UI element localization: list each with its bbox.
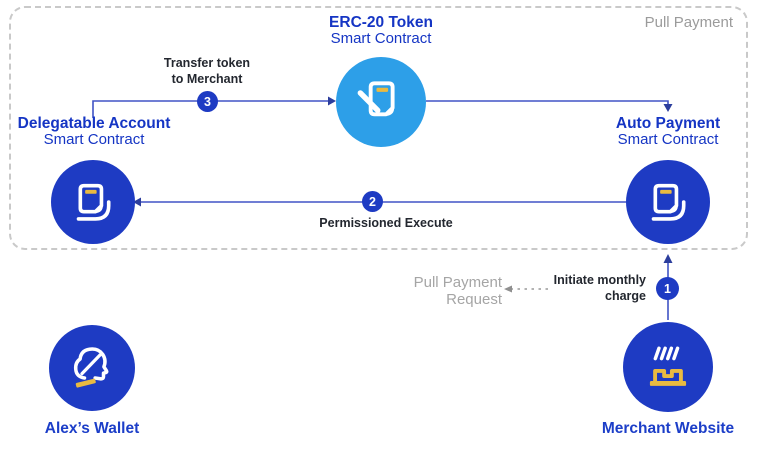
- auto-payment-title-line2: Smart Contract: [617, 131, 719, 148]
- delegatable-account-title-line1: Delegatable Account: [17, 115, 171, 132]
- auto-payment-node: [626, 160, 710, 244]
- delegatable-account-title: Delegatable Account Smart Contract: [2, 116, 186, 148]
- group-label: Pull Payment: [644, 14, 733, 31]
- erc20-token-title: ERC-20 Token Smart Contract: [261, 15, 501, 47]
- arrow-step3-head-icon: [328, 96, 336, 106]
- step1-label: Initiate monthly charge: [530, 273, 646, 304]
- storefront-icon: [649, 346, 687, 386]
- erc20-token-node: [336, 57, 426, 147]
- erc20-token-title-line2: Smart Contract: [330, 30, 432, 47]
- delegatable-account-node: [51, 160, 135, 244]
- step1-label-line2: charge: [605, 288, 646, 303]
- alexs-wallet-node: [49, 325, 135, 411]
- person-profile-icon: [73, 347, 109, 388]
- delegatable-account-title-line2: Smart Contract: [43, 131, 145, 148]
- step2-label: Permissioned Execute: [319, 216, 453, 230]
- arrow-pull-payment-request-head-icon: [504, 285, 512, 293]
- auto-payment-title: Auto Payment Smart Contract: [578, 116, 758, 148]
- contract-document-icon: [651, 183, 686, 221]
- arrow-step1-head-icon: [663, 254, 673, 263]
- step3-label-line2: to Merchant: [171, 71, 243, 86]
- step3-label-line1: Transfer token: [163, 56, 251, 70]
- erc20-token-title-line1: ERC-20 Token: [329, 14, 433, 31]
- arrow-step3: [92, 100, 328, 118]
- merchant-website-node: [623, 322, 713, 412]
- step-badge-2: 2: [362, 191, 383, 212]
- auto-payment-title-line1: Auto Payment: [615, 115, 721, 132]
- pull-payment-request-line2: Request: [446, 291, 502, 308]
- step1-label-line1: Initiate monthly: [553, 273, 646, 287]
- contract-document-icon: [76, 183, 111, 221]
- signed-contract-icon: [357, 81, 395, 117]
- merchant-website-label: Merchant Website: [601, 420, 735, 437]
- pull-payment-request-line1: Pull Payment: [413, 274, 502, 291]
- step3-label: Transfer token to Merchant: [147, 56, 267, 87]
- step-badge-1: 1: [656, 277, 679, 300]
- arrow-step2-head-icon: [133, 197, 141, 207]
- pull-payment-request-label: Pull Payment Request: [390, 274, 502, 308]
- step-badge-3: 3: [197, 91, 218, 112]
- alexs-wallet-label: Alex’s Wallet: [44, 420, 140, 437]
- arrow-erc20-to-autopayment-head-icon: [663, 104, 673, 112]
- arrow-erc20-to-autopayment: [426, 100, 669, 104]
- pull-payment-group-box: [9, 6, 748, 250]
